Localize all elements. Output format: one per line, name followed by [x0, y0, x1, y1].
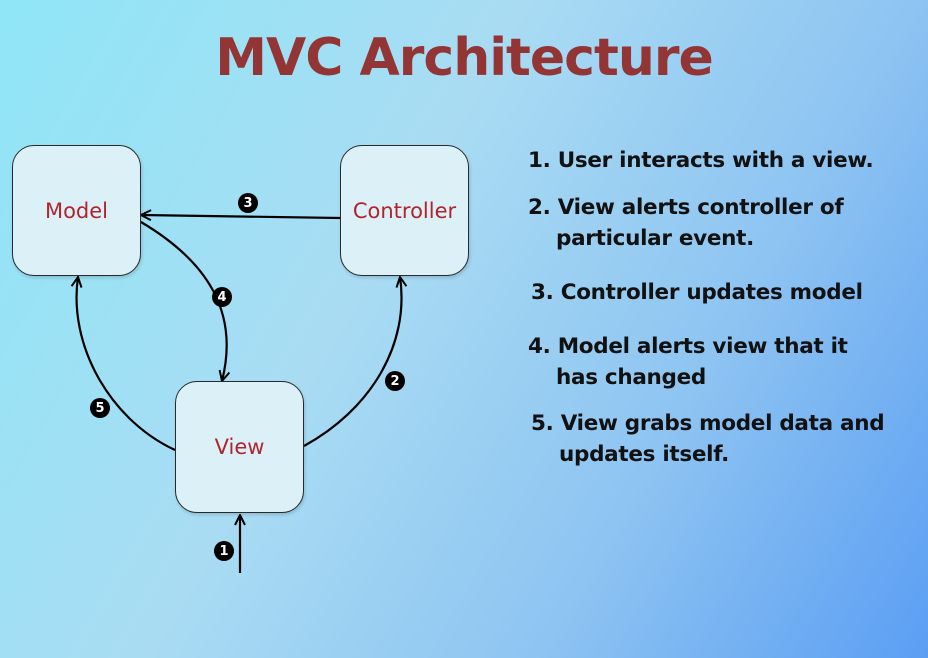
controller-node: Controller: [340, 145, 469, 276]
step-item-3: 3. Controller updates model: [531, 277, 863, 308]
arrow-view-to-controller: [303, 277, 402, 447]
step-badge-2: 2: [385, 371, 405, 391]
diagram-title: MVC Architecture: [215, 28, 714, 88]
step-line: 4. Model alerts view that it: [528, 334, 848, 359]
step-item-5: 5. View grabs model data and updates its…: [531, 408, 885, 470]
view-node: View: [175, 381, 304, 513]
arrow-view-to-model: [77, 277, 176, 451]
step-item-4: 4. Model alerts view that it has changed: [528, 331, 848, 393]
step-line-continued: particular event.: [556, 226, 754, 251]
step-badge-5: 5: [90, 398, 110, 418]
model-node: Model: [12, 145, 141, 276]
step-line: 5. View grabs model data and: [531, 411, 885, 436]
step-badge-1: 1: [214, 541, 234, 561]
step-badge-3: 3: [238, 193, 258, 213]
step-line: 2. View alerts controller of: [528, 195, 844, 220]
step-line-continued: updates itself.: [559, 442, 729, 467]
step-line: 1. User interacts with a view.: [528, 148, 874, 173]
arrow-controller-to-model: [141, 215, 341, 218]
step-badge-4: 4: [212, 287, 232, 307]
step-item-2: 2. View alerts controller of particular …: [528, 192, 844, 254]
arrow-model-to-view: [140, 221, 227, 381]
step-line: 3. Controller updates model: [531, 280, 863, 305]
step-item-1: 1. User interacts with a view.: [528, 145, 874, 176]
step-line-continued: has changed: [556, 365, 707, 390]
